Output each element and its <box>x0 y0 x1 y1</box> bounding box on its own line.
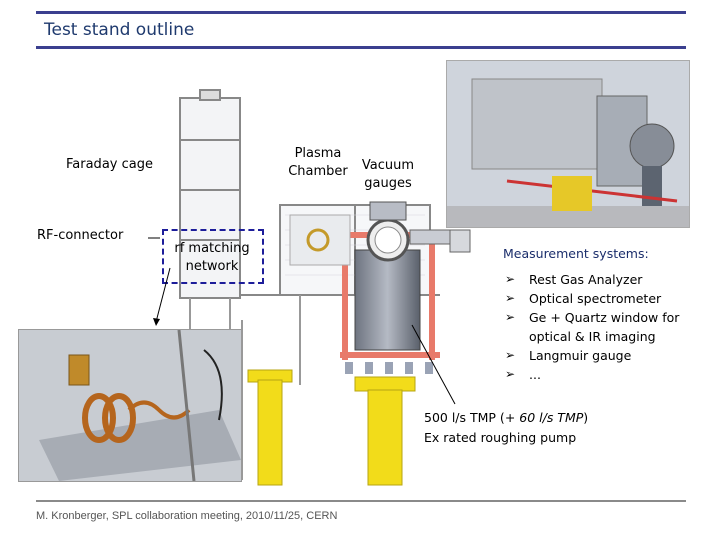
arrow-bullet-icon: ➢ <box>505 310 516 324</box>
plasma-chamber-label: Plasma Chamber <box>282 145 354 181</box>
rf-matching-highlight-box <box>162 229 264 284</box>
pump-line1: 500 l/s TMP (+ 60 l/s TMP) <box>424 408 588 428</box>
vacuum-gauges-label-line1: Vacuum <box>361 158 415 173</box>
apparatus-drawing <box>179 89 471 486</box>
rf-matching-label-line1: rf matching <box>174 241 250 256</box>
pump-line1-italic: + 60 l/s TMP <box>504 410 584 425</box>
vacuum-gauges-label-line2: gauges <box>364 176 412 191</box>
measurement-item: ➢ Ge + Quartz window for optical & IR imag… <box>505 308 705 346</box>
rf-coil-photo <box>18 329 242 482</box>
pump-line2: Ex rated roughing pump <box>424 430 577 445</box>
header-rule-bottom <box>36 46 686 49</box>
measurement-item-text: Optical spectrometer <box>529 291 662 306</box>
measurement-item-text: Ge + Quartz window for <box>529 310 680 325</box>
plasma-chamber <box>354 249 421 351</box>
measurement-item: ➢ Langmuir gauge <box>505 346 705 365</box>
measurement-item: ➢... <box>505 365 705 384</box>
measurement-item-text: Langmuir gauge <box>529 348 632 363</box>
pump-description: 500 l/s TMP (+ 60 l/s TMP) Ex rated roug… <box>424 408 588 448</box>
measurement-systems-title: Measurement systems: <box>503 246 649 261</box>
plasma-chamber-label-line2: Chamber <box>288 164 348 179</box>
rf-matching-label: rf matching network <box>166 240 258 276</box>
arrow-bullet-icon: ➢ <box>505 367 516 381</box>
yellow-pedestals <box>247 369 416 486</box>
test-stand-photo <box>446 60 690 228</box>
rf-connector-label: RF-connector <box>37 228 124 243</box>
arrow-bullet-icon: ➢ <box>505 348 516 362</box>
header-rule-top <box>36 11 686 14</box>
arrow-bullet-icon: ➢ <box>505 291 516 305</box>
slide-title: Test stand outline <box>44 20 195 40</box>
measurement-item-text: optical & IR imaging <box>529 329 656 344</box>
faraday-cage-label: Faraday cage <box>66 157 153 172</box>
slide-footer: M. Kronberger, SPL collaboration meeting… <box>36 510 338 522</box>
measurement-item-text: Rest Gas Analyzer <box>529 272 643 287</box>
pump-line1-end: ) <box>583 410 589 425</box>
footer-rule <box>36 500 686 502</box>
plasma-chamber-label-line1: Plasma <box>294 146 342 161</box>
measurement-item-text: ... <box>529 367 541 382</box>
measurement-item: ➢ Optical spectrometer <box>505 289 705 308</box>
rf-matching-label-line2: network <box>185 259 239 274</box>
vacuum-gauges-label: Vacuum gauges <box>356 157 420 193</box>
measurement-systems-list: ➢Rest Gas Analyzer➢Optical spectrometer➢… <box>505 270 705 384</box>
arrow-bullet-icon: ➢ <box>505 272 516 286</box>
measurement-item: ➢ Rest Gas Analyzer <box>505 270 705 289</box>
pump-line1-normal: 500 l/s TMP ( <box>424 410 505 425</box>
